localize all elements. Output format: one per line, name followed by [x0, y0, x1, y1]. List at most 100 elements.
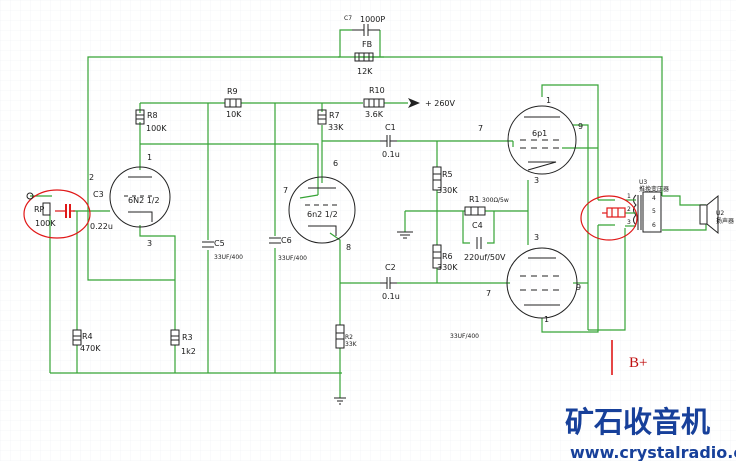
capacitor-c6 — [269, 237, 281, 244]
r1-label: R1 — [469, 195, 480, 204]
c5-label: C5 — [214, 239, 225, 248]
capacitor-c7 — [352, 24, 380, 36]
watermark-url: www.crystalradio.cn — [570, 443, 736, 461]
tube-v3-upper — [507, 105, 577, 175]
tube-v3-lower — [506, 247, 578, 319]
v1-pin-plate: 1 — [147, 153, 152, 162]
t-pin-1: 1 — [627, 193, 631, 200]
resistor-r1 — [464, 206, 486, 216]
r2-value: 33K — [345, 341, 358, 348]
r2-label: R2 — [345, 334, 353, 341]
t-pin-6: 6 — [652, 222, 656, 229]
c4-value: 220uf/50V — [464, 253, 506, 262]
resistor-r6 — [432, 244, 442, 269]
input-terminal-icon — [26, 192, 34, 200]
r5-label: R5 — [442, 170, 453, 179]
capacitor-c3 — [55, 204, 75, 218]
tube-v1 — [109, 166, 171, 228]
c6-label: C6 — [281, 236, 292, 245]
c1-value: 0.1u — [382, 150, 400, 159]
r10-value: 3.6K — [365, 110, 384, 119]
resistor-r8 — [135, 109, 145, 125]
r4-label: R4 — [82, 332, 93, 341]
v3-upper-pin-cathode: 3 — [534, 176, 539, 185]
fb-value: 12K — [357, 67, 373, 76]
capacitor-c4 — [476, 237, 482, 249]
bplus-label: B+ — [629, 355, 647, 371]
c3-value: 0.22u — [90, 222, 113, 231]
r3-value: 1k2 — [181, 347, 196, 356]
v2-pin-grid: 7 — [283, 186, 288, 195]
output-transformer — [625, 191, 662, 233]
v2-pin-cathode: 8 — [346, 243, 351, 252]
c6-value: 33UF/400 — [278, 255, 307, 262]
u2-name: 扬声器 — [716, 217, 734, 225]
v1-pin-grid: 2 — [89, 173, 94, 182]
r10-label: R10 — [369, 86, 385, 95]
supply-arrow — [408, 98, 420, 108]
c7-value: 1000P — [360, 15, 385, 24]
potentiometer-rp — [42, 202, 51, 216]
u3-name: 推挽变压器 — [639, 185, 669, 193]
speaker-icon — [699, 194, 719, 235]
ground-symbol-main — [334, 397, 346, 405]
fb-label: FB — [362, 40, 372, 49]
capacitor-c5 — [202, 241, 214, 248]
u2-label: U2 — [716, 210, 724, 217]
r3-label: R3 — [182, 333, 193, 342]
resistor-r7 — [317, 109, 327, 125]
v1-label: 6N2 1/2 — [128, 196, 160, 205]
resistor-r10 — [363, 98, 385, 108]
r8-label: R8 — [147, 111, 158, 120]
r6-label: R6 — [442, 252, 453, 261]
v3-lower-pin-plate: 1 — [544, 315, 549, 324]
v3-lower-pin-cathode: 3 — [534, 233, 539, 242]
watermark-title: 矿石收音机 — [565, 405, 710, 439]
tube-v2 — [288, 176, 356, 244]
r1-value: 300Ω/5w — [482, 197, 509, 204]
ground-symbol-bias — [397, 231, 413, 239]
handdrawn-circle-input — [23, 189, 91, 239]
c2-label: C2 — [385, 263, 396, 272]
v3-upper-pin-plate: 1 — [546, 96, 551, 105]
c1-label: C1 — [385, 123, 396, 132]
r6-value: 330K — [437, 263, 458, 272]
resistor-r3 — [170, 329, 180, 346]
resistor-r2 — [335, 324, 345, 349]
v3-upper-pin-grid: 7 — [478, 124, 483, 133]
v2-pin-plate: 6 — [333, 159, 338, 168]
capacitor-c1 — [380, 135, 397, 147]
v3-lower-pin-screen: 9 — [576, 283, 581, 292]
handdrawn-circle-output — [580, 195, 638, 241]
v2-label: 6n2 1/2 — [307, 210, 338, 219]
supply-voltage: + 260V — [425, 99, 456, 108]
u3-label: U3 — [639, 179, 647, 186]
v3-upper-pin-screen: 9 — [578, 122, 583, 131]
resistor-r5 — [432, 166, 442, 191]
c2-value: 0.1u — [382, 292, 400, 301]
r5-value: 330K — [437, 186, 458, 195]
v1-pin-cathode: 3 — [147, 239, 152, 248]
r7-value: 33K — [328, 123, 344, 132]
t-pin-3: 3 — [627, 219, 631, 226]
c4-label: C4 — [472, 221, 483, 230]
c5-value: 33UF/400 — [214, 254, 243, 261]
rp-value: 100K — [35, 219, 56, 228]
c7-label: C7 — [344, 15, 352, 22]
rp-label: RP — [34, 205, 45, 214]
resistor-fb — [354, 52, 374, 62]
handdrawn-resistor — [602, 207, 626, 218]
t-pin-2: 2 — [627, 206, 631, 213]
r7-label: R7 — [329, 111, 340, 120]
r4-value: 470K — [80, 344, 101, 353]
t-pin-4: 4 — [652, 195, 656, 202]
t-pin-5: 5 — [652, 208, 656, 215]
resistor-r9 — [224, 98, 242, 108]
r9-label: R9 — [227, 87, 238, 96]
r9-value: 10K — [226, 110, 242, 119]
cap-note: 33UF/400 — [450, 333, 479, 340]
v3-label: 6p1 — [532, 129, 547, 138]
